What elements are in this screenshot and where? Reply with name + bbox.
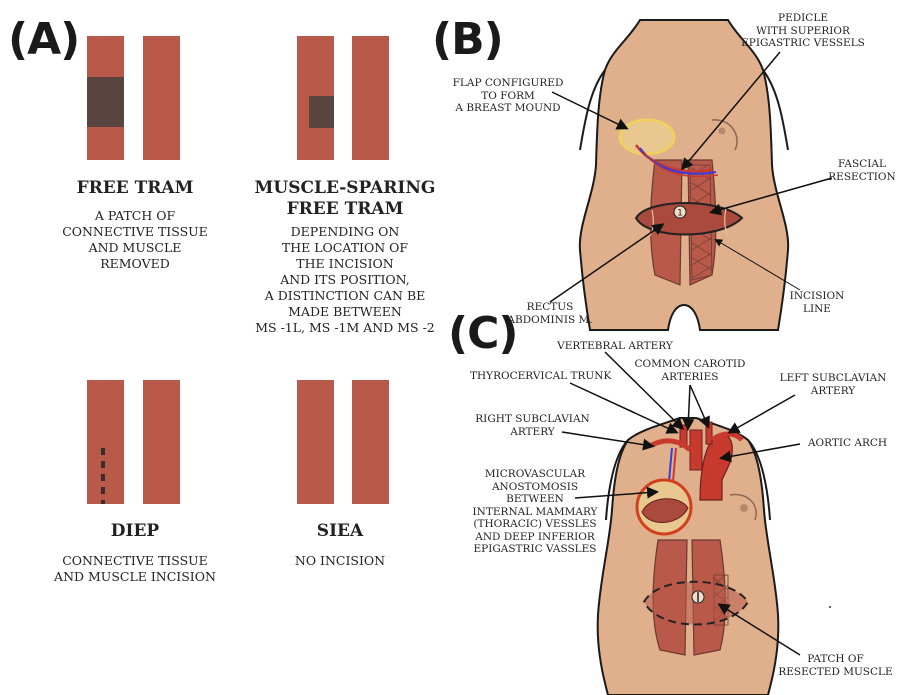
panel-c-leader-lines bbox=[0, 0, 908, 695]
